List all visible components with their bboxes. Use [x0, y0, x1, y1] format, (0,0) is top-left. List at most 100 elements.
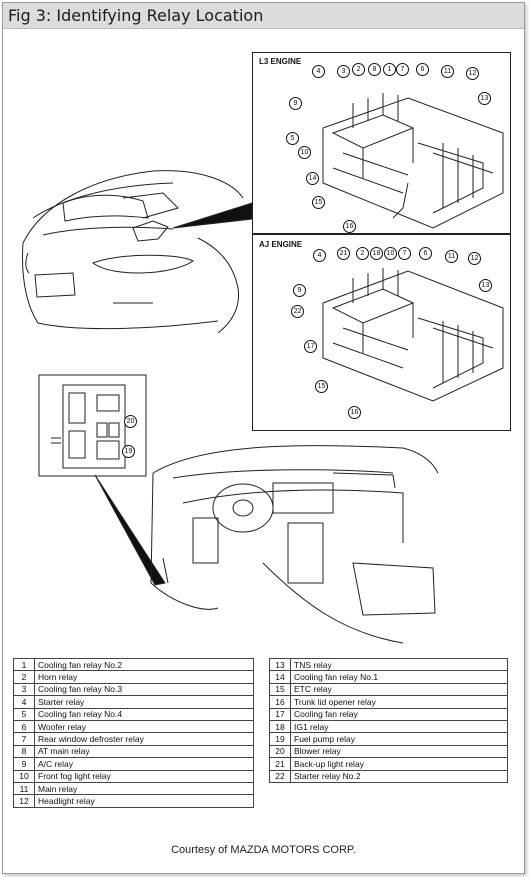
- aj-callout-10: 10: [384, 247, 397, 260]
- legend-relay-name: Cooling fan relay No.2: [34, 657, 254, 672]
- l3-callout-2: 2: [352, 63, 365, 76]
- legend-relay-name: Cooling fan relay No.3: [34, 682, 254, 697]
- l3-engine-box: L3 ENGINE 4 3 2 8 1 7 6 11 12 13 9 5 10 …: [252, 52, 511, 235]
- figure-title-bar: Fig 3: Identifying Relay Location: [3, 3, 524, 29]
- aj-callout-2: 2: [356, 247, 369, 260]
- legend-relay-name: Trunk lid opener relay: [290, 695, 508, 709]
- legend-relay-name: Cooling fan relay: [290, 707, 508, 721]
- aj-callout-4: 4: [313, 249, 326, 262]
- aj-callout-22: 22: [291, 305, 304, 318]
- legend-relay-name: TNS relay: [290, 657, 508, 672]
- aj-callout-6: 6: [419, 247, 432, 260]
- l3-callout-8: 8: [368, 63, 381, 76]
- legend-relay-name: Cooling fan relay No.4: [34, 707, 254, 721]
- legend-number: 5: [13, 707, 35, 721]
- legend-relay-name: AT main relay: [34, 744, 254, 759]
- legend-number: 11: [13, 781, 35, 796]
- l3-callout-16: 16: [343, 220, 356, 233]
- legend-relay-name: Cooling fan relay No.1: [290, 670, 508, 684]
- legend-number: 17: [269, 707, 291, 721]
- aj-callout-21: 21: [337, 247, 350, 260]
- legend-relay-name: Fuel pump relay: [290, 732, 508, 746]
- aj-engine-fuse-box-drawing: [322, 268, 504, 402]
- l3-callout-15: 15: [312, 196, 325, 209]
- l3-engine-fuse-box-drawing: [322, 93, 504, 229]
- aj-callout-13: 13: [479, 279, 492, 292]
- legend-number: 15: [269, 682, 291, 697]
- underdash-callout-20: 20: [124, 415, 137, 428]
- legend-number: 12: [13, 794, 35, 808]
- aj-callout-9: 9: [293, 284, 306, 297]
- legend-number: 7: [13, 732, 35, 746]
- aj-callout-11: 11: [445, 250, 458, 263]
- legend-number: 10: [13, 769, 35, 783]
- aj-callout-15: 15: [315, 380, 328, 393]
- aj-engine-box: AJ ENGINE 4 21 2 18 10 7 6 11 12 13 9 22…: [252, 233, 511, 431]
- l3-callout-3: 3: [337, 65, 350, 78]
- l3-callout-14: 14: [306, 172, 319, 185]
- legend-number: 22: [269, 769, 291, 783]
- car-front-illustration: [22, 170, 244, 334]
- l3-callout-13: 13: [478, 92, 491, 105]
- legend-number: 6: [13, 719, 35, 734]
- legend-relay-name: Blower relay: [290, 744, 508, 759]
- legend-relay-name: Starter relay No.2: [290, 769, 508, 783]
- l3-engine-label: L3 ENGINE: [259, 57, 302, 66]
- l3-callout-9: 9: [289, 97, 302, 110]
- l3-callout-4: 4: [312, 65, 325, 78]
- l3-callout-6: 6: [416, 63, 429, 76]
- l3-callout-10: 10: [298, 146, 311, 159]
- legend-number: 9: [13, 757, 35, 771]
- aj-callout-17: 17: [304, 340, 317, 353]
- legend-number: 19: [269, 732, 291, 746]
- legend-number: 14: [269, 670, 291, 684]
- l3-callout-7: 7: [396, 63, 409, 76]
- legend-relay-name: IG1 relay: [290, 719, 508, 734]
- legend-relay-name: Rear window defroster relay: [34, 732, 254, 746]
- l3-callout-5: 5: [286, 132, 299, 145]
- aj-callout-18: 18: [370, 247, 383, 260]
- legend-number: 3: [13, 682, 35, 697]
- underdash-relay-block-drawing: [38, 374, 147, 477]
- legend-relay-name: Back-up light relay: [290, 757, 508, 771]
- legend-number: 4: [13, 695, 35, 709]
- legend-number: 13: [269, 657, 291, 672]
- legend-relay-name: Main relay: [34, 781, 254, 796]
- legend-number: 2: [13, 670, 35, 684]
- legend-relay-name: ETC relay: [290, 682, 508, 697]
- l3-callout-1: 1: [383, 63, 396, 76]
- l3-callout-11: 11: [441, 65, 454, 78]
- legend-relay-name: Front fog light relay: [34, 769, 254, 783]
- aj-callout-16: 16: [348, 406, 361, 419]
- legend-relay-name: Headlight relay: [34, 794, 254, 808]
- aj-callout-7: 7: [398, 247, 411, 260]
- relay-location-drawing: [22, 93, 504, 644]
- l3-callout-12: 12: [466, 67, 479, 80]
- legend-number: 18: [269, 719, 291, 734]
- legend-relay-name: Horn relay: [34, 670, 254, 684]
